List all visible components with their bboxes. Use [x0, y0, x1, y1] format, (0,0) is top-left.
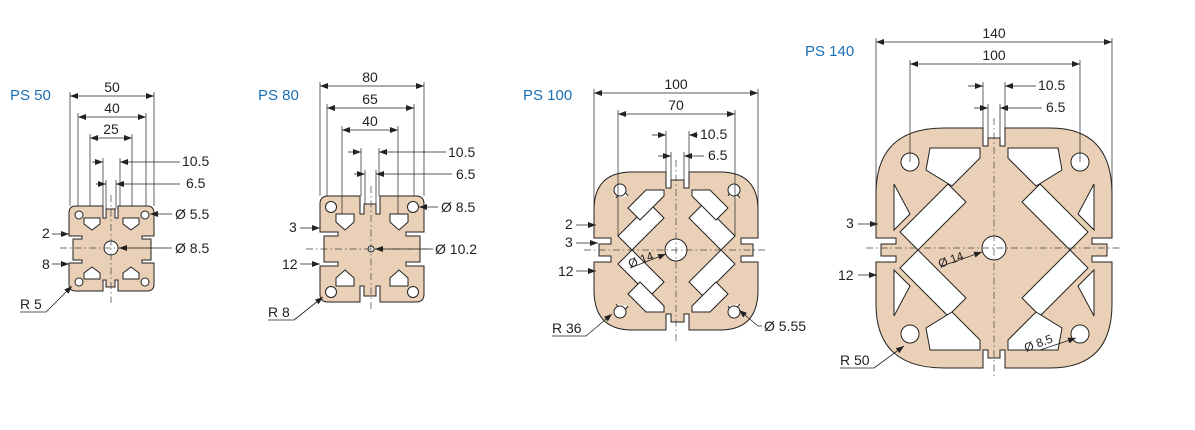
- dim-hole: Ø 8.5: [441, 199, 475, 215]
- dim-width: 6.5: [1046, 99, 1066, 115]
- dim-width: 6.5: [708, 147, 728, 163]
- dim-radius: R 36: [552, 320, 582, 336]
- profile-ps140: PS 140 140 100 10.5: [805, 25, 1122, 378]
- dim-width: 25: [103, 121, 119, 137]
- corner-hole: [1070, 324, 1090, 344]
- dim-wall: 3: [846, 215, 854, 231]
- profile-ps100: PS 100 100 70 10.5: [523, 76, 806, 342]
- dim-wall: 3: [289, 219, 297, 235]
- dim-width: 10.5: [448, 144, 475, 160]
- corner-hole: [74, 210, 84, 220]
- dim-width: 6.5: [186, 175, 206, 191]
- dim-width: 40: [104, 100, 120, 116]
- dim-width: 80: [362, 69, 378, 85]
- corner-hole: [407, 201, 419, 213]
- corner-hole: [900, 324, 920, 344]
- dim-bore: Ø 10.2: [435, 241, 477, 257]
- corner-hole: [325, 201, 337, 213]
- profile-ps80: PS 80 80 65 40 10.5 6.5: [258, 69, 477, 321]
- dim-width: 65: [362, 91, 378, 107]
- corner-hole: [727, 305, 741, 319]
- profile-title: PS 80: [258, 87, 299, 104]
- dim-wall: 2: [42, 225, 50, 241]
- corner-hole: [613, 183, 627, 197]
- dim-hole: Ø 5.5: [175, 206, 209, 222]
- dim-hole: Ø 5.55: [764, 318, 806, 334]
- dim-wall: 3: [565, 234, 573, 250]
- profile-title: PS 100: [523, 87, 572, 104]
- dim-slot: 12: [838, 267, 854, 283]
- dim-radius: R 8: [268, 304, 290, 320]
- dim-width: 10.5: [700, 126, 727, 142]
- dim-width: 6.5: [456, 166, 476, 182]
- dim-width: 10.5: [1038, 77, 1065, 93]
- corner-hole: [140, 210, 150, 220]
- corner-hole: [613, 305, 627, 319]
- profile-ps50: PS 50 50 40 25 10.5: [10, 79, 209, 313]
- dim-width: 40: [362, 113, 378, 129]
- corner-hole: [74, 277, 84, 287]
- dim-width: 10.5: [182, 153, 209, 169]
- dim-width: 100: [982, 47, 1006, 63]
- dim-radius: R 5: [20, 296, 42, 312]
- corner-hole: [140, 277, 150, 287]
- corner-hole: [407, 286, 419, 298]
- dim-slot: 12: [282, 256, 298, 272]
- dim-slot: 12: [558, 263, 574, 279]
- dim-wall: 2: [565, 216, 573, 232]
- corner-hole: [325, 286, 337, 298]
- dim-slot: 8: [42, 256, 50, 272]
- profile-title: PS 50: [10, 87, 51, 104]
- dim-width: 100: [664, 76, 688, 92]
- corner-hole: [727, 183, 741, 197]
- dim-width: 50: [104, 79, 120, 95]
- profile-title: PS 140: [805, 43, 854, 60]
- dim-width: 140: [982, 25, 1006, 41]
- dim-radius: R 50: [840, 352, 870, 368]
- dim-bore: Ø 8.5: [175, 240, 209, 256]
- dim-width: 70: [668, 97, 684, 113]
